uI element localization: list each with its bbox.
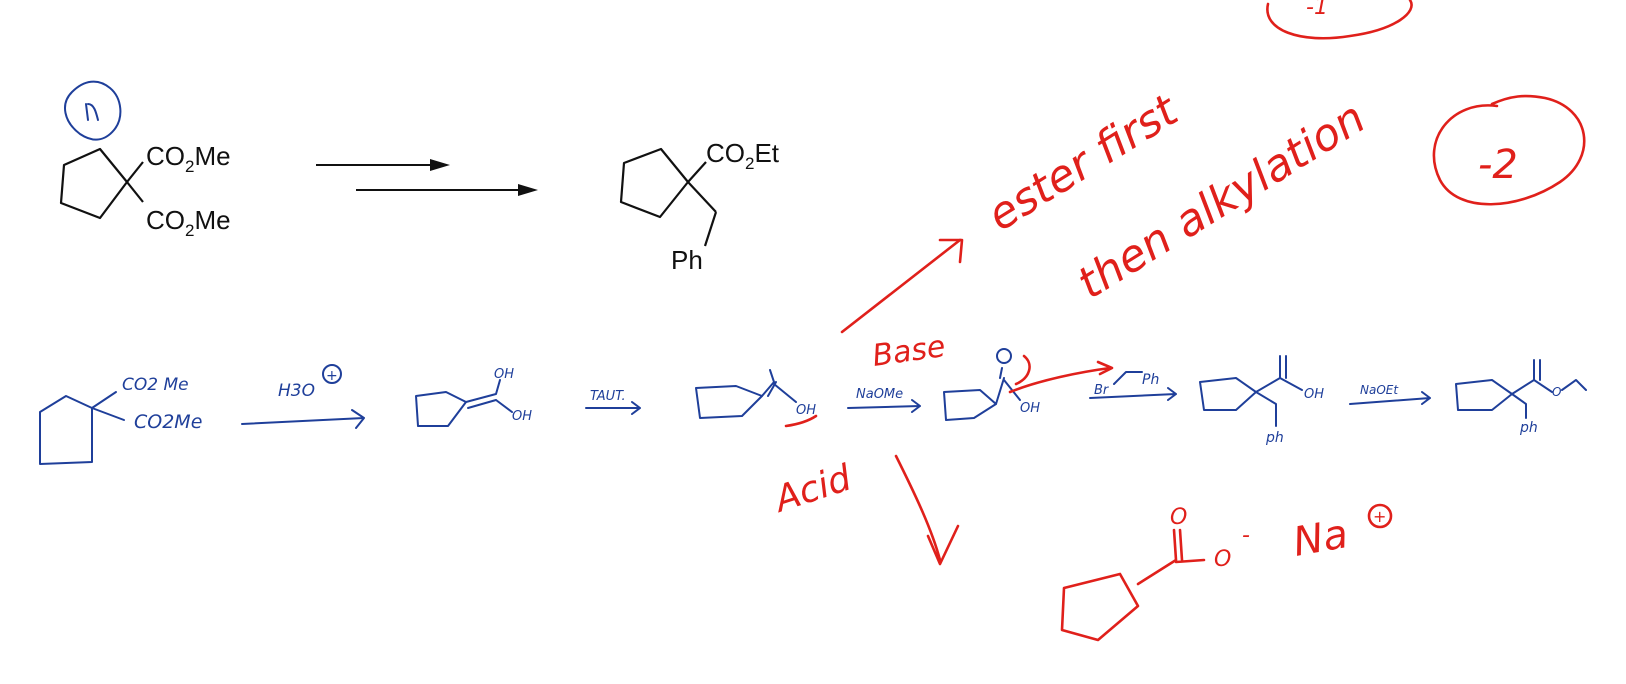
hw-acid-oh: OH xyxy=(796,403,816,418)
hw-anion-bonds xyxy=(995,367,1021,405)
printed-arrows xyxy=(316,159,538,196)
hw-anion-oh: OH xyxy=(1020,401,1040,416)
carboxylate-oxygen-2: O xyxy=(1214,547,1231,572)
hw-enol-bonds xyxy=(465,379,513,413)
hw-acid: OH xyxy=(695,369,816,419)
hw-arrow-5 xyxy=(1349,391,1431,405)
corner-score-mark: -1 xyxy=(1306,0,1328,20)
hw-ring-3 xyxy=(695,385,763,419)
down-arrow xyxy=(894,454,960,566)
bond-to-ch2 xyxy=(687,181,717,213)
hw-enediol: OH OH xyxy=(415,367,532,427)
hw-charge-1: + xyxy=(326,368,338,384)
hw-ester-1: CO2 Me xyxy=(122,375,189,395)
acid-underline xyxy=(784,414,818,428)
product-ester: CO2Et xyxy=(706,138,780,173)
bond-to-ester xyxy=(687,161,707,183)
printed-product: CO2Et Ph xyxy=(619,138,780,275)
hw-step-5: NaOEt xyxy=(1349,383,1431,405)
printed-reactant: CO2Me CO2Me xyxy=(59,141,231,240)
hw-alkylated-acid: OH ph xyxy=(1199,355,1324,446)
hw-ring-6 xyxy=(1455,379,1513,411)
hw-step-3: NaOMe xyxy=(847,387,921,413)
hw-step-1: H3O + xyxy=(241,364,365,429)
counter-charge-circle xyxy=(1367,503,1393,529)
hw-ester-2: CO2Me xyxy=(134,411,202,433)
reactant-ester-1: CO2Me xyxy=(146,141,231,176)
carboxylate-bonds xyxy=(1136,528,1206,586)
corner-score-circle xyxy=(1266,0,1413,40)
carboxylate-oxygen: O xyxy=(1170,505,1187,530)
comment-arrow xyxy=(840,238,962,334)
bond-to-ester-1 xyxy=(126,161,144,183)
question-one-mark xyxy=(64,80,122,141)
label-acid: Acid xyxy=(768,457,857,521)
score-circle xyxy=(1432,94,1586,206)
hw-arrow-3 xyxy=(847,399,921,413)
hw-arrow-1 xyxy=(241,409,365,429)
hw-reagent-4-br: Br xyxy=(1094,383,1110,398)
hw-enol-oh-2: OH xyxy=(512,409,532,424)
hw-reactant: CO2 Me CO2Me xyxy=(39,375,202,465)
hw-ring-5 xyxy=(1199,377,1257,411)
hw-reagent-2: TAUT. xyxy=(590,389,626,404)
hw-reagent-5: NaOEt xyxy=(1360,383,1399,397)
hw-reagent-4-ph: Ph xyxy=(1142,372,1159,388)
hw-ring-1 xyxy=(39,395,93,465)
hw-acid-bonds xyxy=(761,369,797,403)
hw-ester-product: O ph xyxy=(1455,359,1587,436)
hw-arrow-2 xyxy=(585,401,641,415)
hw-alkylated-ph: ph xyxy=(1265,430,1284,446)
hw-ring-2 xyxy=(415,391,467,427)
hw-benzyl-bond xyxy=(1113,371,1143,385)
hw-step-2: TAUT. xyxy=(585,389,641,415)
hw-reagent-1: H3O xyxy=(278,381,315,401)
hw-anion: OH xyxy=(943,348,1040,421)
bond-to-ph xyxy=(703,211,718,247)
counter-ion: Na xyxy=(1290,511,1352,566)
product-phenyl-label: Ph xyxy=(671,245,703,275)
hw-step-4: Br Ph xyxy=(1089,371,1177,401)
reactant-cyclopentane-ring xyxy=(59,147,129,220)
hw-ester-o: O xyxy=(1552,385,1561,399)
hw-arrow-4 xyxy=(1089,387,1177,401)
grader-base-acid: Base Acid xyxy=(768,329,1114,566)
grader-score-area: -1 -2 xyxy=(1266,0,1586,206)
carboxylate-ring xyxy=(1060,572,1140,642)
hw-charge-circle-1 xyxy=(322,364,342,384)
grader-comment: ester first then alkylation xyxy=(840,84,1374,334)
grader-carboxylate: O O - Na + xyxy=(1060,503,1393,642)
hw-substituent-bonds xyxy=(91,391,125,421)
carboxylate-charge: - xyxy=(1242,523,1250,548)
hw-ring-4 xyxy=(943,389,997,421)
arrowhead-1 xyxy=(430,159,450,171)
hw-oxygen-circle xyxy=(996,348,1012,364)
counter-charge: + xyxy=(1373,507,1386,526)
circle-mark xyxy=(64,80,122,141)
hw-ester-bonds xyxy=(1511,359,1587,419)
hw-alkylated-oh: OH xyxy=(1304,387,1324,402)
score-minus-two: -2 xyxy=(1478,142,1518,188)
reactant-ester-2: CO2Me xyxy=(146,205,231,240)
comment-arrowhead xyxy=(938,238,964,264)
hw-reagent-3: NaOMe xyxy=(856,387,903,402)
handwritten-one xyxy=(85,103,99,121)
arrowhead-2 xyxy=(518,184,538,196)
hw-enol-oh-1: OH xyxy=(494,367,514,382)
hw-ester-ph: ph xyxy=(1519,420,1538,436)
bond-to-ester-2 xyxy=(126,181,144,203)
mechanism-arrow xyxy=(1008,360,1114,394)
electron-arrow xyxy=(1014,354,1031,386)
label-base: Base xyxy=(870,329,947,374)
hw-alkylated-bonds xyxy=(1255,355,1303,427)
product-cyclopentane-ring xyxy=(619,147,690,219)
